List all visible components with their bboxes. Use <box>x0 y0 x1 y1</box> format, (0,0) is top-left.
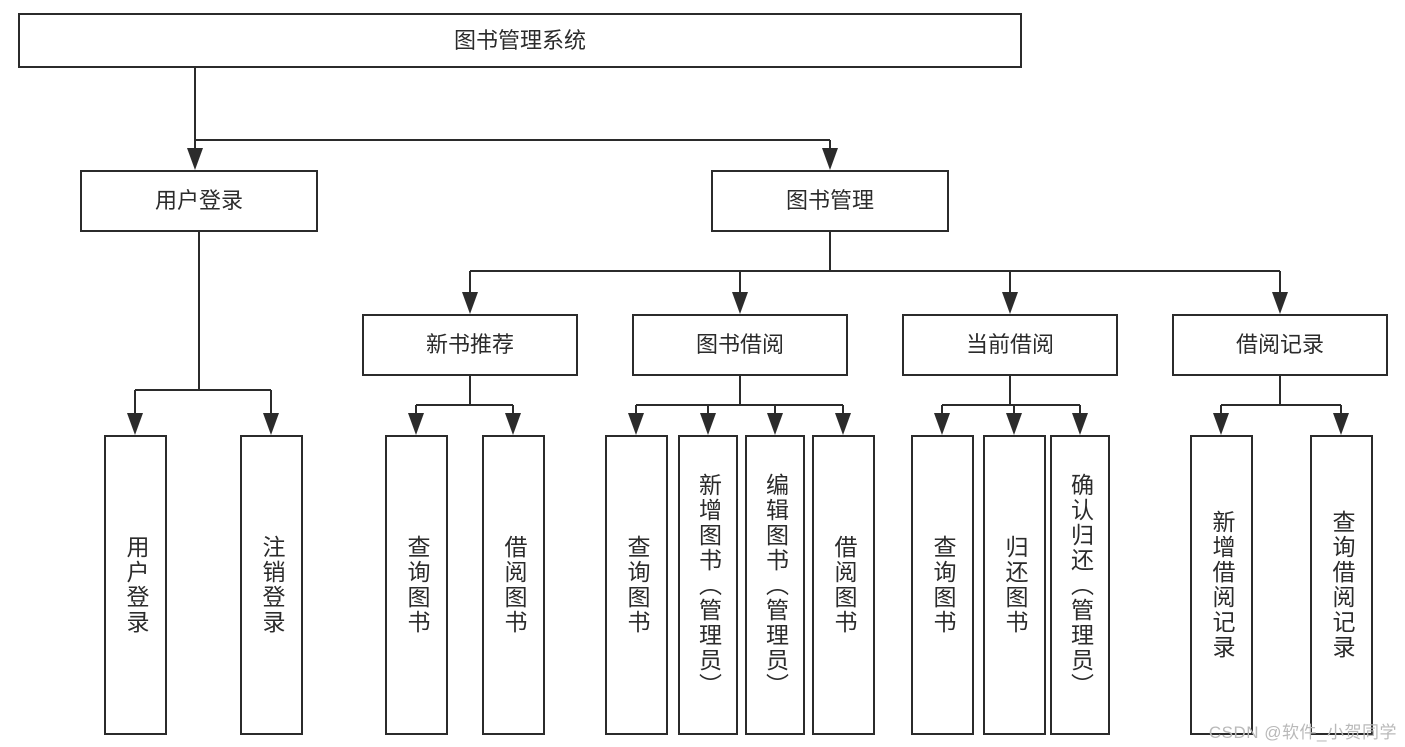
node-leaf-borrow-book-1[interactable]: 借阅图书 <box>482 435 545 735</box>
arrow-head-icon <box>767 413 783 435</box>
node-label: 新增图书（管理员） <box>695 472 722 698</box>
arrow-head-icon <box>127 413 143 435</box>
arrow-head-icon <box>1072 413 1088 435</box>
node-leaf-query-book-1[interactable]: 查询图书 <box>385 435 448 735</box>
arrow-head-icon <box>1333 413 1349 435</box>
node-leaf-user-login[interactable]: 用户登录 <box>104 435 167 735</box>
node-label: 借阅图书 <box>501 535 527 635</box>
node-book-borrow[interactable]: 图书借阅 <box>632 314 848 376</box>
node-label: 借阅图书 <box>831 535 857 635</box>
node-label: 归还图书 <box>1002 535 1028 635</box>
node-leaf-borrow-book-2[interactable]: 借阅图书 <box>812 435 875 735</box>
node-leaf-add-record[interactable]: 新增借阅记录 <box>1190 435 1253 735</box>
arrow-head-icon <box>462 292 478 314</box>
node-label: 查询图书 <box>624 535 650 635</box>
node-root[interactable]: 图书管理系统 <box>18 13 1022 68</box>
arrow-head-icon <box>1002 292 1018 314</box>
node-book-manage[interactable]: 图书管理 <box>711 170 949 232</box>
node-label: 图书管理 <box>785 188 874 214</box>
arrow-head-icon <box>732 292 748 314</box>
arrow-head-icon <box>1213 413 1229 435</box>
node-leaf-return-book[interactable]: 归还图书 <box>983 435 1046 735</box>
node-label: 查询借阅记录 <box>1329 510 1355 660</box>
node-leaf-confirm-return[interactable]: 确认归还（管理员） <box>1050 435 1110 735</box>
node-leaf-query-book-3[interactable]: 查询图书 <box>911 435 974 735</box>
node-label: 查询图书 <box>930 535 956 635</box>
node-label: 新增借阅记录 <box>1209 510 1235 660</box>
node-user-login[interactable]: 用户登录 <box>80 170 318 232</box>
node-leaf-logout[interactable]: 注销登录 <box>240 435 303 735</box>
arrow-head-icon <box>628 413 644 435</box>
arrow-head-icon <box>835 413 851 435</box>
node-borrow-record[interactable]: 借阅记录 <box>1172 314 1388 376</box>
node-leaf-edit-book[interactable]: 编辑图书（管理员） <box>745 435 805 735</box>
node-label: 编辑图书（管理员） <box>762 472 789 698</box>
arrow-head-icon <box>700 413 716 435</box>
arrow-head-icon <box>934 413 950 435</box>
arrow-head-icon <box>263 413 279 435</box>
node-label: 新书推荐 <box>425 332 514 358</box>
node-leaf-query-record[interactable]: 查询借阅记录 <box>1310 435 1373 735</box>
node-label: 当前借阅 <box>965 332 1054 358</box>
node-label: 图书借阅 <box>695 332 784 358</box>
arrow-head-icon <box>408 413 424 435</box>
node-label: 确认归还（管理员） <box>1067 472 1094 698</box>
arrow-head-icon <box>187 148 203 170</box>
arrow-head-icon <box>505 413 521 435</box>
arrow-head-icon <box>822 148 838 170</box>
node-leaf-add-book[interactable]: 新增图书（管理员） <box>678 435 738 735</box>
node-label: 注销登录 <box>259 535 285 635</box>
node-label: 图书管理系统 <box>453 27 586 53</box>
node-new-book-recommend[interactable]: 新书推荐 <box>362 314 578 376</box>
node-label: 查询图书 <box>404 535 430 635</box>
watermark: CSDN @软件_小贺同学 <box>1208 723 1397 742</box>
node-leaf-query-book-2[interactable]: 查询图书 <box>605 435 668 735</box>
node-label: 借阅记录 <box>1235 332 1324 358</box>
node-label: 用户登录 <box>123 535 149 635</box>
arrow-head-icon <box>1006 413 1022 435</box>
node-label: 用户登录 <box>154 188 243 214</box>
node-current-borrow[interactable]: 当前借阅 <box>902 314 1118 376</box>
arrow-head-icon <box>1272 292 1288 314</box>
